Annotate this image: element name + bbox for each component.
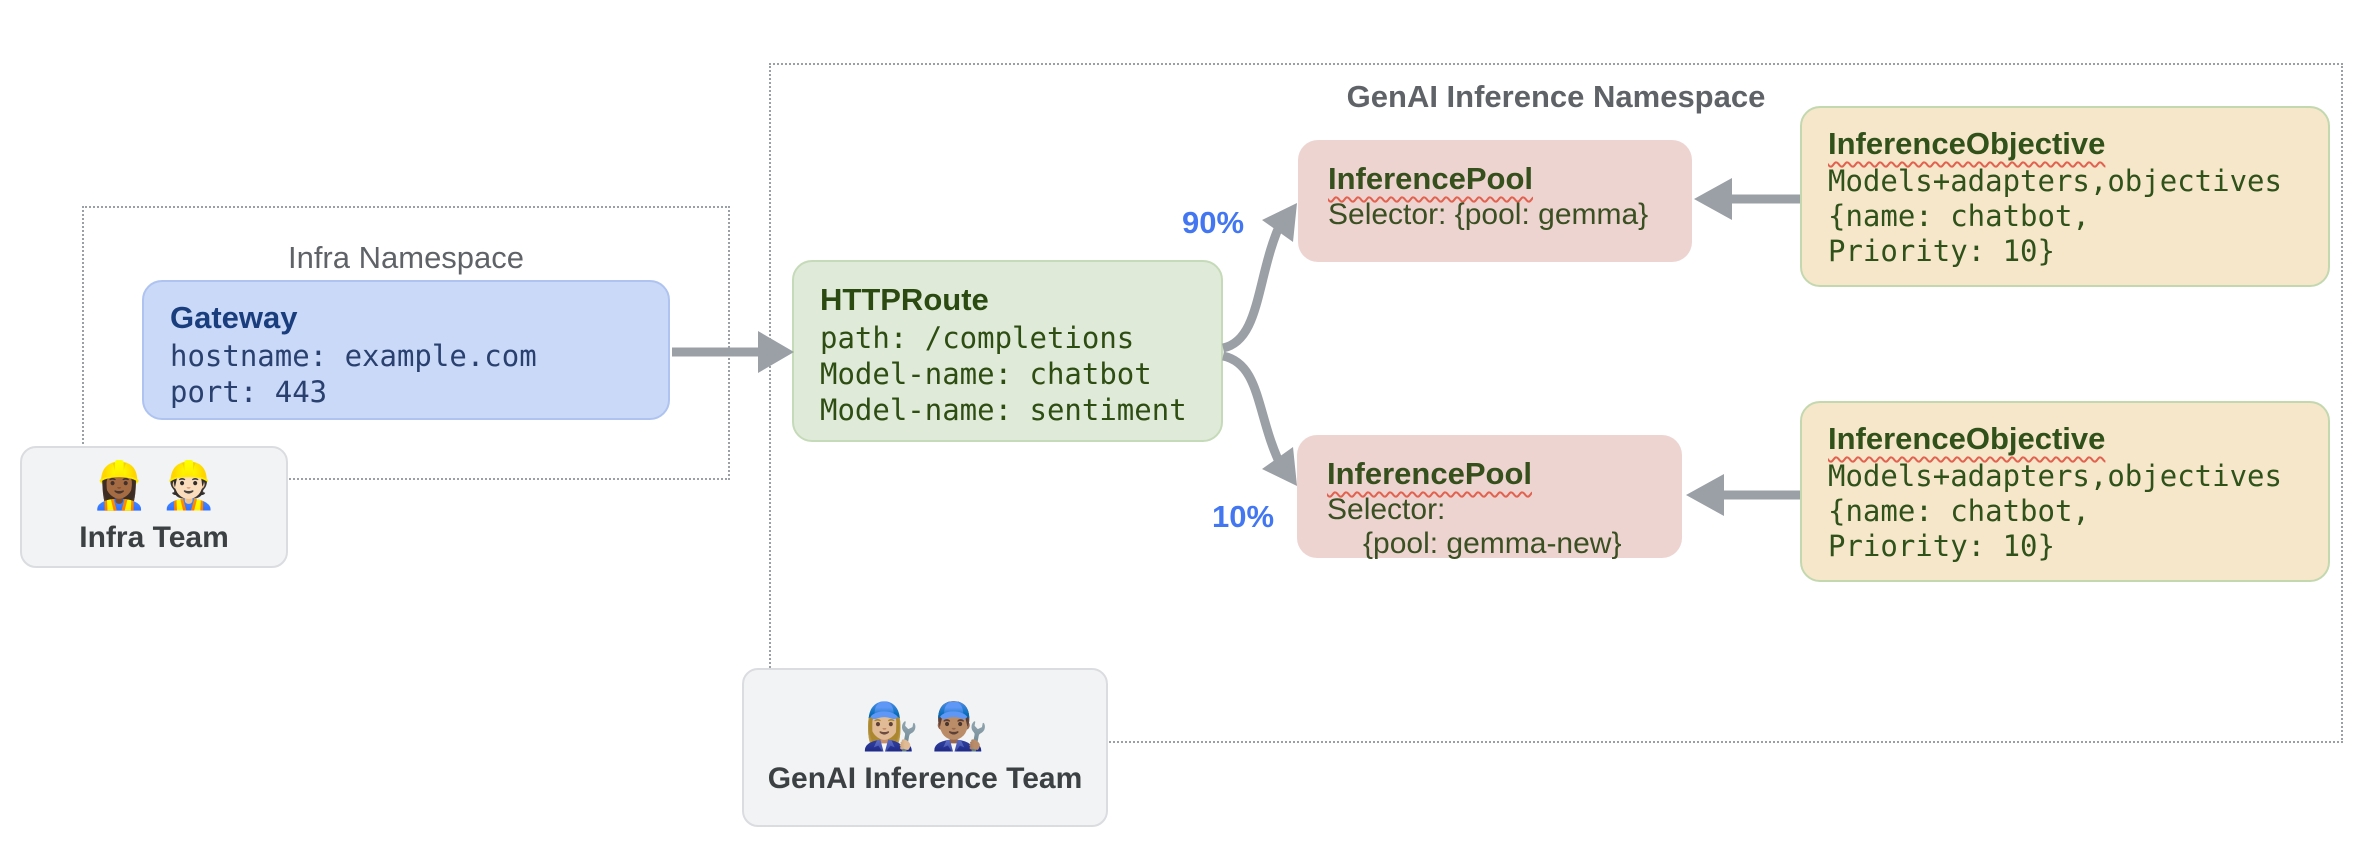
infra-namespace-box: Infra Namespace (82, 206, 730, 480)
httproute-node: HTTPRoute path: /completions Model-name:… (792, 260, 1223, 442)
inferenceobjective-bottom-line3: Priority: 10} (1828, 529, 2055, 563)
inferenceobjective-bottom-line2: {name: chatbot, (1828, 494, 2090, 528)
traffic-split-10: 10% (1212, 499, 1275, 534)
inferenceobjective-bottom-title: InferenceObjective (1828, 421, 2106, 456)
traffic-split-90: 90% (1182, 205, 1245, 240)
inferencepool-top-node: InferencePool Selector: {pool: gemma} (1298, 140, 1692, 262)
inferenceobjective-top-line2: {name: chatbot, (1828, 199, 2090, 233)
inferenceobjective-bottom-line1: Models+adapters,objectives (1828, 459, 2282, 493)
construction-worker-icons: 👷🏾‍♀️👷🏻 (90, 459, 230, 511)
gateway-title: Gateway (170, 300, 298, 335)
mechanic-icons: 👩🏼‍🔧👨🏽‍🔧 (861, 699, 1001, 752)
inferenceobjective-top-line1: Models+adapters,objectives (1828, 164, 2282, 198)
inferenceobjective-top-line3: Priority: 10} (1828, 234, 2055, 268)
httproute-model-sentiment: Model-name: sentiment (820, 393, 1187, 427)
genai-team-label: GenAI Inference Team (767, 761, 1083, 795)
inferencepool-top-title: InferencePool (1328, 161, 1533, 196)
httproute-path: path: /completions (820, 321, 1135, 355)
httproute-model-chatbot: Model-name: chatbot (820, 357, 1152, 391)
infra-namespace-title: Infra Namespace (287, 240, 525, 275)
inferencepool-bottom-selector-value: {pool: gemma-new} (1363, 527, 1622, 560)
genai-namespace-box: GenAI Inference Namespace (769, 63, 2343, 743)
inferencepool-top-selector: Selector: {pool: gemma} (1328, 198, 1649, 231)
inferencepool-bottom-selector: Selector: (1327, 493, 1446, 526)
gateway-hostname: hostname: example.com (170, 339, 537, 373)
inferenceobjective-bottom-node: InferenceObjective Models+adapters,objec… (1800, 401, 2330, 582)
inferencepool-bottom-node: InferencePool Selector: {pool: gemma-new… (1297, 435, 1682, 560)
genai-namespace-title: GenAI Inference Namespace (1346, 79, 1766, 114)
gateway-node: Gateway hostname: example.com port: 443 (142, 280, 670, 420)
infra-team-card: 👷🏾‍♀️👷🏻 Infra Team (20, 446, 288, 568)
infra-team-label: Infra Team (79, 521, 229, 554)
httproute-title: HTTPRoute (820, 282, 989, 317)
inferenceobjective-top-node: InferenceObjective Models+adapters,objec… (1800, 106, 2330, 287)
inferencepool-bottom-title: InferencePool (1327, 456, 1532, 491)
genai-team-card: 👩🏼‍🔧👨🏽‍🔧 GenAI Inference Team (742, 668, 1108, 827)
inferenceobjective-top-title: InferenceObjective (1828, 126, 2106, 161)
gateway-port: port: 443 (170, 375, 328, 409)
